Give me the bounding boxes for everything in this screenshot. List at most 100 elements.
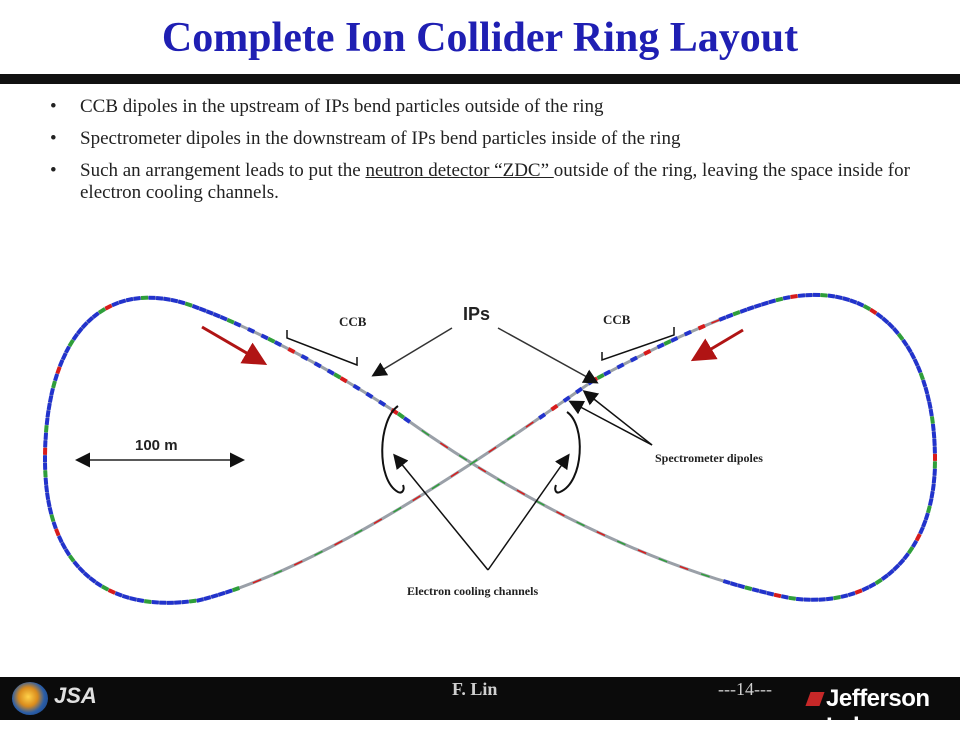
jefferson-lab-logo: Jefferson Lab [826, 685, 930, 740]
magnet-element [875, 311, 884, 320]
magnet-element [334, 540, 343, 546]
bullet-item: • CCB dipoles in the upstream of IPs ben… [50, 96, 950, 118]
magnet-element [732, 310, 741, 317]
magnet-element [905, 345, 913, 354]
magnet-element [869, 307, 878, 315]
magnet-element [803, 597, 811, 602]
magnet-element [101, 584, 110, 592]
ring-beamline [43, 293, 937, 605]
magnet-element [373, 518, 383, 525]
magnet-element [805, 292, 813, 298]
magnet-element [76, 326, 84, 335]
magnet-element [88, 576, 97, 584]
magnet-element [722, 579, 731, 585]
bullet-text: CCB dipoles in the upstream of IPs bend … [80, 96, 604, 117]
magnet-element [868, 581, 877, 589]
magnet-element [656, 342, 665, 350]
magnet-element [603, 369, 612, 377]
magnet-element [897, 558, 906, 567]
magnet-element [929, 490, 935, 499]
magnet-element [751, 587, 760, 593]
magnet-element [224, 588, 233, 595]
ips-label: IPs [463, 304, 490, 324]
magnet-element [901, 338, 909, 347]
magnet-element [896, 332, 905, 341]
magnet-element [556, 511, 565, 517]
bullet-item: • Such an arrangement leads to put the n… [50, 160, 950, 204]
magnet-element [711, 319, 720, 324]
magnet-element [820, 293, 828, 298]
magnet-element [729, 581, 738, 588]
cooling-channel-loop-left [381, 405, 405, 494]
magnet-element [790, 294, 798, 299]
magnet-element [94, 580, 103, 588]
magnet-element [57, 359, 65, 368]
magnet-element [516, 489, 526, 496]
magnet-element [458, 454, 468, 461]
magnet-element [273, 569, 283, 575]
magnet-element [538, 412, 547, 420]
magnet-element [267, 336, 276, 344]
magnet-element [929, 416, 935, 424]
magnet-element [923, 512, 930, 521]
magnet-element [861, 585, 870, 592]
magnet-element [780, 594, 789, 600]
magnet-element [181, 599, 189, 605]
cooling-channel-loop-right [554, 411, 581, 494]
magnet-element [469, 459, 478, 466]
magnet-element [45, 492, 51, 500]
magnet-element [43, 432, 49, 440]
magnet-element [506, 434, 516, 441]
magnet-element [111, 300, 120, 308]
magnet-element [80, 321, 89, 330]
slide-footer: JSA F. Lin ---14--- Jefferson Lab [0, 677, 960, 740]
magnet-element [43, 477, 49, 485]
cooling-arrow-left [393, 453, 489, 571]
magnet-element [326, 368, 335, 376]
ccb-right-label: CCB [603, 312, 631, 327]
magnet-element [775, 296, 784, 303]
magnet-element [198, 306, 207, 313]
magnet-element [856, 300, 865, 308]
magnet-element [782, 295, 791, 301]
magnet-element [166, 600, 174, 605]
magnet-element [155, 295, 164, 301]
magnet-element [49, 514, 56, 523]
magnet-element [260, 333, 269, 341]
magnet-element [862, 304, 871, 312]
magnet-element [915, 365, 923, 374]
magnet-element [45, 410, 51, 418]
bullet-text-part: Such an arrangement leads to put the [80, 160, 366, 181]
magnet-element [177, 299, 186, 306]
magnet-element [191, 304, 200, 311]
magnet-element [71, 332, 79, 341]
magnet-element [42, 455, 48, 463]
magnet-element [497, 478, 506, 485]
magnet-element [663, 339, 672, 346]
magnet-element [928, 408, 934, 417]
doe-seal-icon [12, 682, 48, 715]
magnet-element [43, 462, 48, 470]
magnet-element [313, 361, 322, 369]
magnet-element [833, 595, 841, 601]
magnet-element [82, 571, 91, 580]
magnet-element [811, 597, 819, 602]
magnet-element [352, 383, 361, 391]
magnet-element [43, 470, 48, 478]
magnet-element [412, 495, 421, 502]
bullet-list: • CCB dipoles in the upstream of IPs ben… [50, 96, 950, 214]
magnet-element [918, 372, 925, 381]
magnet-element [55, 366, 62, 375]
bullet-dot: • [50, 96, 57, 117]
magnet-element [927, 401, 933, 410]
magnet-element [840, 593, 849, 599]
scale-label: 100 m [135, 437, 178, 454]
magnet-element [188, 598, 197, 604]
magnet-element [47, 395, 54, 403]
magnet-element [353, 529, 363, 536]
magnet-element [43, 440, 48, 448]
magnet-element [909, 351, 917, 360]
magnet-element [697, 323, 706, 331]
magnet-element [293, 560, 303, 566]
title-divider [0, 74, 960, 84]
